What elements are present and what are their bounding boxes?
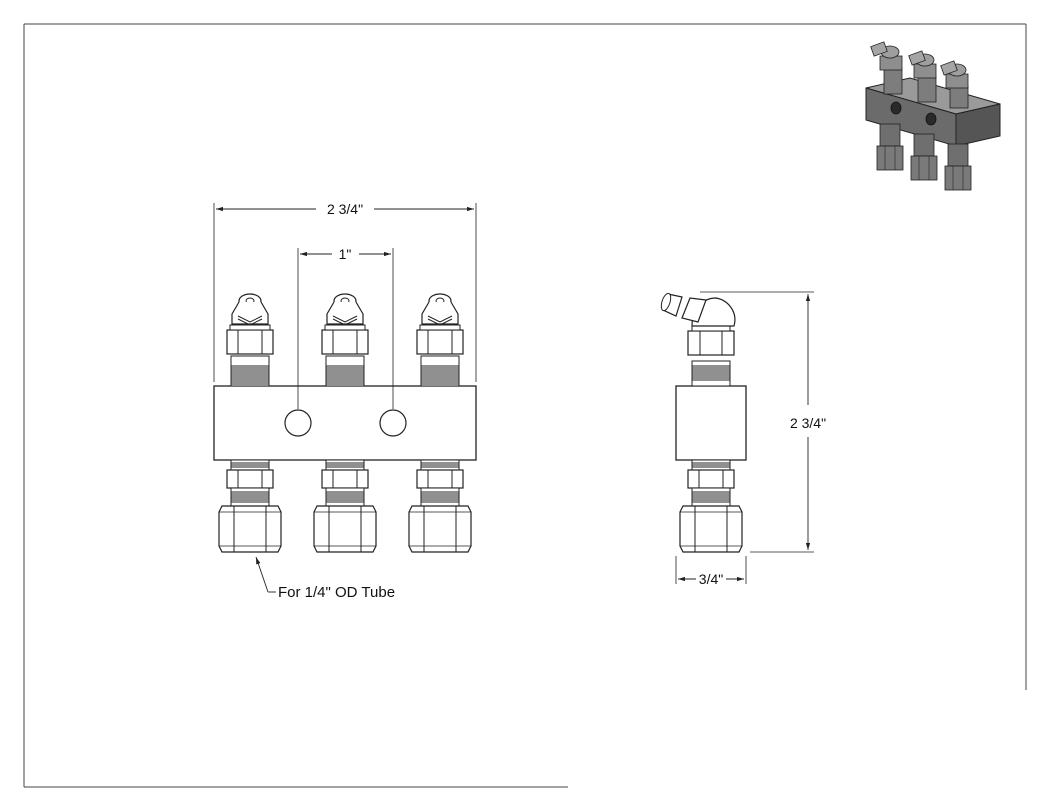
tube-callout-label: For 1/4" OD Tube [278, 584, 395, 601]
side-block [675, 385, 747, 461]
mounting-hole-left [284, 409, 312, 437]
sheet-border [23, 23, 1027, 788]
iso-tube-fitting-2 [910, 133, 938, 181]
depth-dimension: 3/4" [675, 556, 747, 587]
spacing-dimension: 1" [297, 246, 394, 409]
iso-tube-fitting-1 [876, 123, 904, 171]
tube-fitting-2 [313, 459, 377, 553]
iso-grease-fitting-2 [908, 50, 937, 103]
angled-grease-fitting [660, 292, 736, 387]
height-label: 2 3/4" [790, 415, 826, 431]
grease-fitting-2 [321, 293, 369, 387]
front-view: 2 3/4" 1" For 1/4" OD Tube [213, 201, 477, 601]
tube-fitting-1 [218, 459, 282, 553]
grease-fitting-3 [416, 293, 464, 387]
overall-width-label: 2 3/4" [327, 201, 363, 217]
manifold-block [213, 385, 477, 461]
grease-fitting-1 [226, 293, 274, 387]
overall-width-dimension: 2 3/4" [213, 201, 477, 382]
tube-callout: For 1/4" OD Tube [255, 556, 395, 601]
iso-tube-fitting-3 [944, 143, 972, 191]
iso-grease-fitting-1 [870, 41, 903, 95]
height-dimension: 2 3/4" [700, 291, 826, 553]
mounting-hole-right [379, 409, 407, 437]
side-tube-fitting [679, 459, 743, 553]
side-view: 2 3/4" 3/4" [660, 291, 826, 587]
spacing-label: 1" [339, 246, 352, 262]
iso-grease-fitting-3 [940, 60, 969, 109]
isometric-preview [865, 41, 1001, 191]
depth-label: 3/4" [699, 571, 723, 587]
tube-fitting-3 [408, 459, 472, 553]
